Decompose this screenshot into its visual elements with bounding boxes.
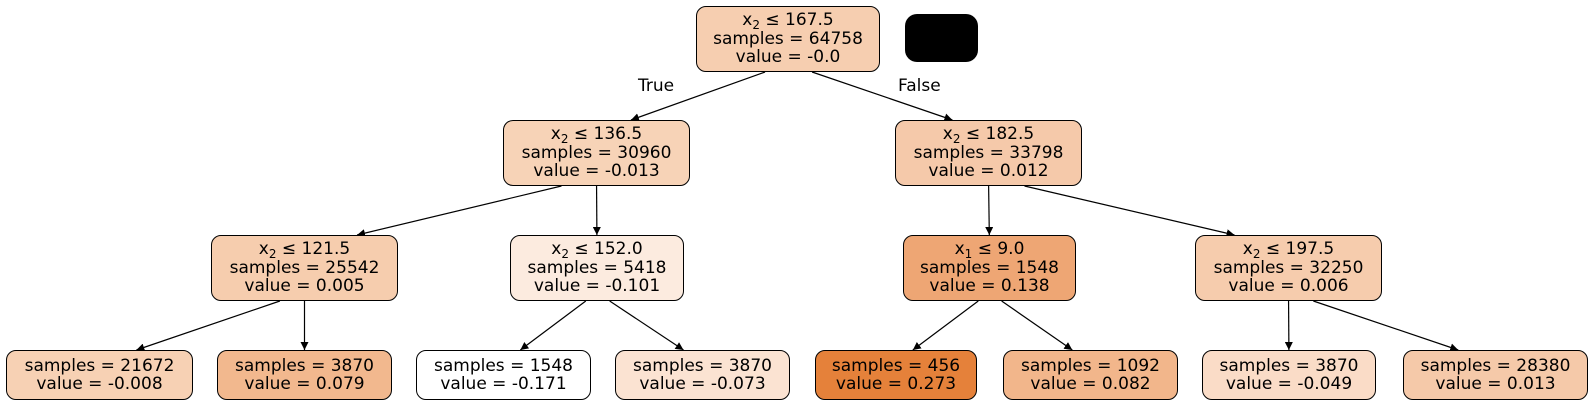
- threshold: ≤ 9.0: [972, 239, 1025, 260]
- edge-label-true: True: [638, 76, 675, 96]
- threshold: ≤ 167.5: [759, 10, 834, 31]
- feature-name: x: [954, 239, 965, 260]
- feature-name: x: [551, 239, 562, 260]
- value-text: value = -0.013: [533, 161, 660, 182]
- split-condition: x1 ≤ 9.0: [954, 239, 1025, 262]
- edge-arrow: [912, 300, 979, 351]
- feature-index: 2: [1252, 247, 1261, 262]
- value-text: value = 0.079: [244, 374, 365, 394]
- redaction-block: [905, 14, 978, 62]
- value-text: value = -0.171: [440, 374, 567, 394]
- threshold: ≤ 121.5: [276, 239, 351, 260]
- threshold: ≤ 152.0: [568, 239, 643, 260]
- split-condition: x2 ≤ 152.0: [551, 239, 643, 262]
- edge-arrow: [1001, 300, 1073, 351]
- feature-index: 2: [268, 247, 277, 262]
- samples-text: samples = 33798: [913, 142, 1064, 163]
- value-text: value = 0.082: [1030, 374, 1151, 394]
- value-text: value = -0.073: [639, 374, 766, 394]
- samples-text: samples = 32250: [1213, 257, 1364, 278]
- samples-text: samples = 5418: [527, 257, 667, 278]
- edge-arrow: [519, 300, 587, 351]
- threshold: ≤ 136.5: [568, 124, 643, 145]
- split-condition: x2 ≤ 136.5: [550, 124, 643, 147]
- feature-index: 2: [560, 132, 569, 147]
- split-condition: x2 ≤ 182.5: [942, 124, 1035, 147]
- threshold: ≤ 197.5: [1260, 239, 1335, 260]
- samples-text: samples = 456: [831, 355, 961, 376]
- samples-text: samples = 64758: [713, 28, 863, 49]
- split-condition: x2 ≤ 121.5: [258, 239, 351, 262]
- value-text: value = 0.005: [244, 276, 365, 297]
- edge-label-false: False: [898, 76, 941, 96]
- samples-text: samples = 1092: [1021, 355, 1160, 376]
- split-condition: x2 ≤ 197.5: [1242, 239, 1335, 262]
- samples-text: samples = 21672: [24, 355, 175, 376]
- samples-text: samples = 30960: [521, 142, 672, 163]
- feature-name: x: [1242, 239, 1253, 260]
- edge-arrow: [985, 185, 994, 236]
- feature-name: x: [742, 10, 753, 31]
- feature-index: 2: [561, 247, 569, 262]
- value-text: value = 0.012: [928, 161, 1049, 182]
- edge-arrow: [630, 71, 766, 122]
- split-condition: x2 ≤ 167.5: [742, 10, 834, 33]
- value-text: value = 0.013: [1435, 374, 1556, 394]
- value-text: value = -0.049: [1225, 374, 1353, 394]
- edge-arrow: [1313, 300, 1459, 352]
- samples-text: samples = 1548: [434, 355, 573, 376]
- edge-arrow: [1024, 185, 1235, 238]
- feature-index: 2: [952, 132, 961, 147]
- edge-arrow: [609, 300, 684, 351]
- value-text: value = 0.138: [929, 276, 1050, 297]
- samples-text: samples = 3870: [235, 355, 374, 376]
- feature-index: 1: [964, 247, 973, 262]
- samples-text: samples = 3870: [633, 355, 772, 376]
- samples-text: samples = 28380: [1420, 355, 1571, 376]
- threshold: ≤ 182.5: [960, 124, 1035, 145]
- edge-arrow: [136, 300, 281, 352]
- value-text: value = 0.273: [835, 374, 957, 394]
- samples-text: samples = 3870: [1219, 355, 1359, 376]
- samples-text: samples = 25542: [229, 257, 380, 278]
- edge-arrow: [811, 71, 953, 122]
- feature-name: x: [258, 239, 269, 260]
- feature-name: x: [942, 124, 953, 145]
- samples-text: samples = 1548: [920, 257, 1059, 278]
- value-text: value = 0.006: [1228, 276, 1349, 297]
- feature-index: 2: [752, 18, 760, 33]
- feature-name: x: [550, 124, 561, 145]
- value-text: value = -0.101: [533, 276, 661, 297]
- value-text: value = -0.008: [36, 374, 163, 394]
- value-text: value = -0.0: [735, 47, 841, 68]
- edge-arrow: [356, 185, 562, 238]
